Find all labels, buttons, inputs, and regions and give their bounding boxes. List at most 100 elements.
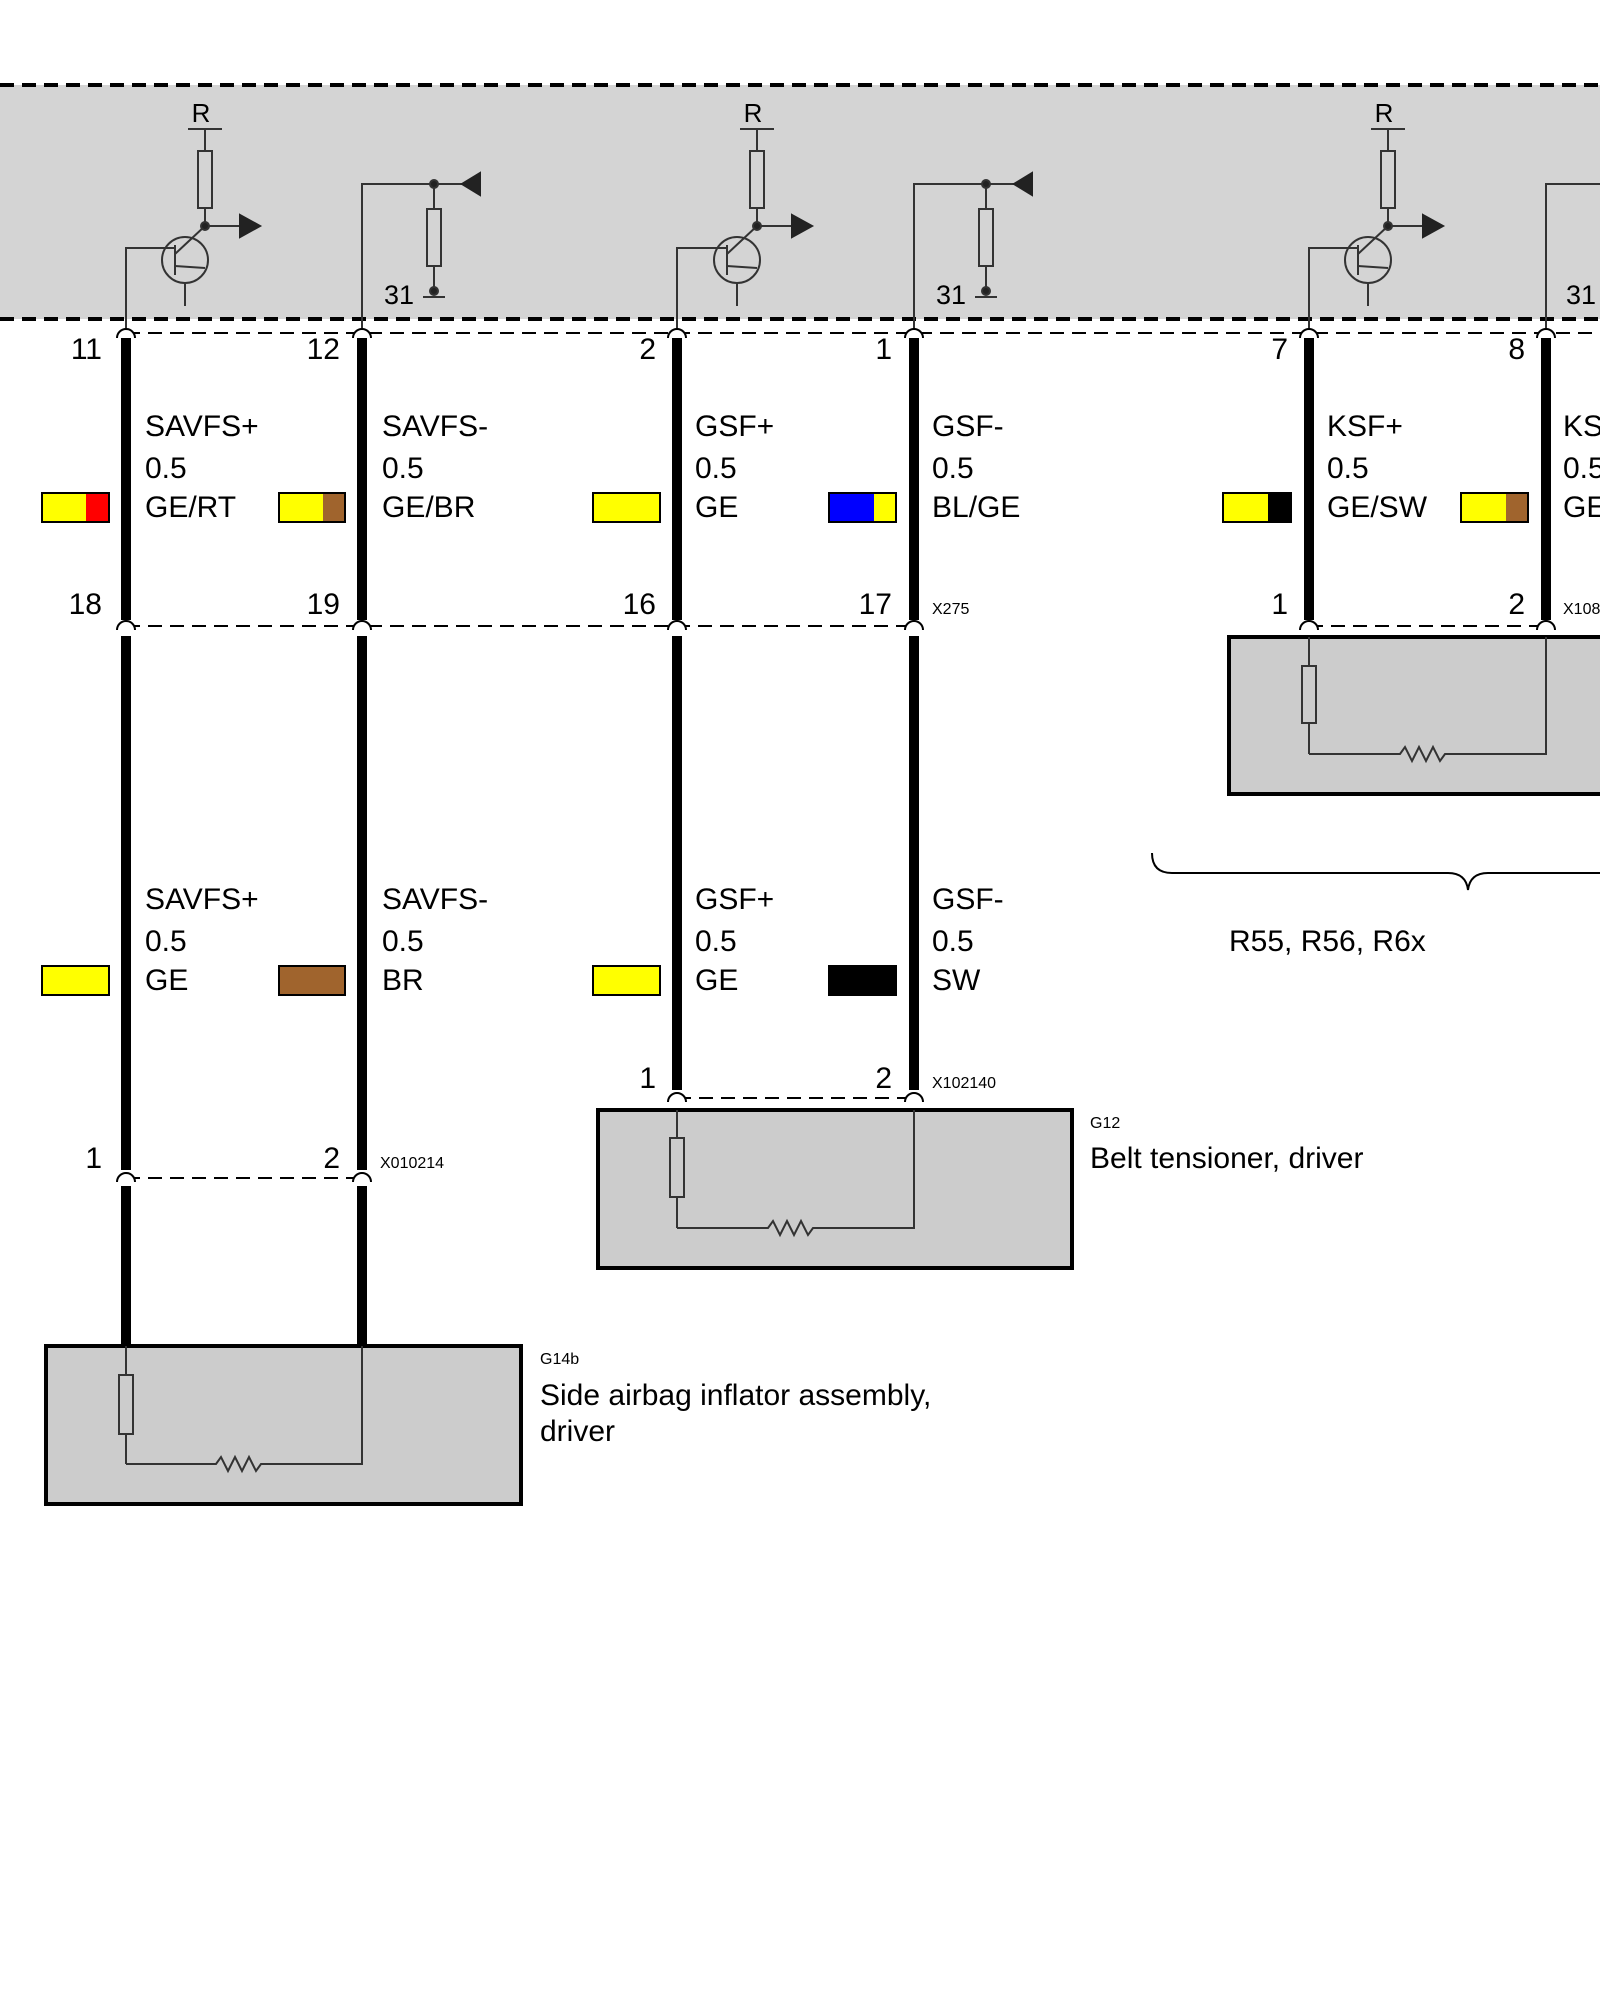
wire-signal: SAVFS+ xyxy=(145,410,259,443)
terminal xyxy=(904,328,924,339)
wire-signal: GSF+ xyxy=(695,883,774,916)
pin-number: 2 xyxy=(875,1062,892,1095)
wire-label-group: SAVFS+ 0.5 GE/RT xyxy=(41,410,259,524)
wire-color-swatch xyxy=(829,493,874,522)
component-name: Belt tensioner, driver xyxy=(1090,1142,1363,1175)
output-driver-1 xyxy=(125,128,263,330)
wire-color-code: GE xyxy=(695,964,738,997)
wire-label-group: GSF+ 0.5 GE xyxy=(592,883,774,997)
wire-label-group: GSF- 0.5 SW xyxy=(828,883,1004,997)
wire-signal: KS xyxy=(1563,410,1600,443)
wire-gauge: 0.5 xyxy=(1327,452,1369,485)
wire-color-swatch xyxy=(592,965,661,996)
pin-number: 1 xyxy=(1271,588,1288,621)
wire-color-swatch xyxy=(323,493,345,522)
wire-color-swatch xyxy=(874,493,896,522)
component-code: G14b xyxy=(540,1351,579,1368)
terminal xyxy=(116,620,136,631)
terminal xyxy=(116,328,136,339)
terminal xyxy=(667,1092,687,1103)
wire-signal: GSF- xyxy=(932,410,1004,443)
component-name-line-1: Side airbag inflator assembly, xyxy=(540,1379,931,1412)
pin-number: 2 xyxy=(323,1142,340,1175)
wire-signal: GSF+ xyxy=(695,410,774,443)
wire-label-group: SAVFS- 0.5 GE/BR xyxy=(278,410,488,524)
wire-color-swatch xyxy=(1461,493,1506,522)
wire-signal: GSF- xyxy=(932,883,1004,916)
component-name-line-2: driver xyxy=(540,1415,615,1448)
pin-number: 7 xyxy=(1271,333,1288,366)
terminal xyxy=(667,620,687,631)
wire-color-code: BR xyxy=(382,964,424,997)
wire-color-code: BL/GE xyxy=(932,491,1020,524)
pin-number: 1 xyxy=(85,1142,102,1175)
wires xyxy=(121,336,1551,1346)
wire-color-code: GE xyxy=(695,491,738,524)
wire-label-group: SAVFS- 0.5 BR xyxy=(278,883,488,997)
pin-number: 2 xyxy=(1508,588,1525,621)
component-belt-tensioner xyxy=(596,1108,1074,1270)
resistor-label-r: R xyxy=(192,98,211,128)
wire-label-group: GSF+ 0.5 GE xyxy=(592,410,774,524)
connector-label: X010214 xyxy=(380,1155,444,1172)
terminal xyxy=(904,620,924,631)
wire-label-group: KS 0.5 GE xyxy=(1460,410,1600,524)
pin-number: 18 xyxy=(69,588,102,621)
input-stage-3 xyxy=(1545,183,1600,330)
terminal xyxy=(1536,328,1556,339)
terminal xyxy=(116,1172,136,1183)
pin-number: 1 xyxy=(875,333,892,366)
wire-color-swatch xyxy=(279,493,323,522)
pin-number: 11 xyxy=(71,333,102,366)
terminal xyxy=(352,328,372,339)
resistor-label-r: R xyxy=(1375,98,1394,128)
wire-color-code: GE/BR xyxy=(382,491,475,524)
ground-label: 31 xyxy=(1566,280,1596,310)
wire-gauge: 0.5 xyxy=(932,925,974,958)
wire-signal: SAVFS- xyxy=(382,883,488,916)
wire-color-swatch xyxy=(41,965,110,996)
pin-number: 19 xyxy=(307,588,340,621)
swatch-border xyxy=(1222,492,1292,523)
terminal xyxy=(352,620,372,631)
terminal xyxy=(667,328,687,339)
input-stage-1 xyxy=(361,171,481,330)
wire-color-swatch xyxy=(828,965,897,996)
wire-gauge: 0.5 xyxy=(695,452,737,485)
control-unit-body xyxy=(0,85,1600,319)
wire-signal: KSF+ xyxy=(1327,410,1403,443)
wire-color-swatch xyxy=(278,965,346,996)
wire-color-code: GE/SW xyxy=(1327,491,1428,524)
wire-gauge: 0.5 xyxy=(382,925,424,958)
wire-color-code: GE/RT xyxy=(145,491,236,524)
pin-number: 2 xyxy=(639,333,656,366)
component-ksf xyxy=(1227,635,1600,796)
terminal xyxy=(1299,328,1319,339)
wire-color-swatch xyxy=(592,492,661,523)
wire-color-swatch xyxy=(1506,493,1528,522)
pin-number: 1 xyxy=(639,1062,656,1095)
wire-label-group: KSF+ 0.5 GE/SW xyxy=(1222,410,1428,524)
swatch-border xyxy=(278,492,346,523)
wire-gauge: 0.5 xyxy=(145,925,187,958)
swatch-border xyxy=(1460,492,1529,523)
pin-number: 16 xyxy=(623,588,656,621)
connector-label: X102140 xyxy=(932,1075,996,1092)
pin-number: 12 xyxy=(307,333,340,366)
output-driver-2 xyxy=(676,128,815,330)
wire-color-swatch xyxy=(1268,493,1291,522)
variant-note: R55, R56, R6x xyxy=(1229,925,1426,958)
swatch-border xyxy=(41,492,110,523)
terminal xyxy=(1299,620,1319,631)
input-stage-2 xyxy=(913,171,1033,330)
variant-brace xyxy=(1151,852,1600,891)
component-side-airbag xyxy=(44,1344,523,1506)
wire-gauge: 0.5 xyxy=(695,925,737,958)
pin-number: 8 xyxy=(1508,333,1525,366)
swatch-border xyxy=(828,492,897,523)
wire-color-code: GE xyxy=(1563,491,1600,524)
wire-gauge: 0.5 xyxy=(932,452,974,485)
wire-gauge: 0.5 xyxy=(382,452,424,485)
resistor-label-r: R xyxy=(744,98,763,128)
